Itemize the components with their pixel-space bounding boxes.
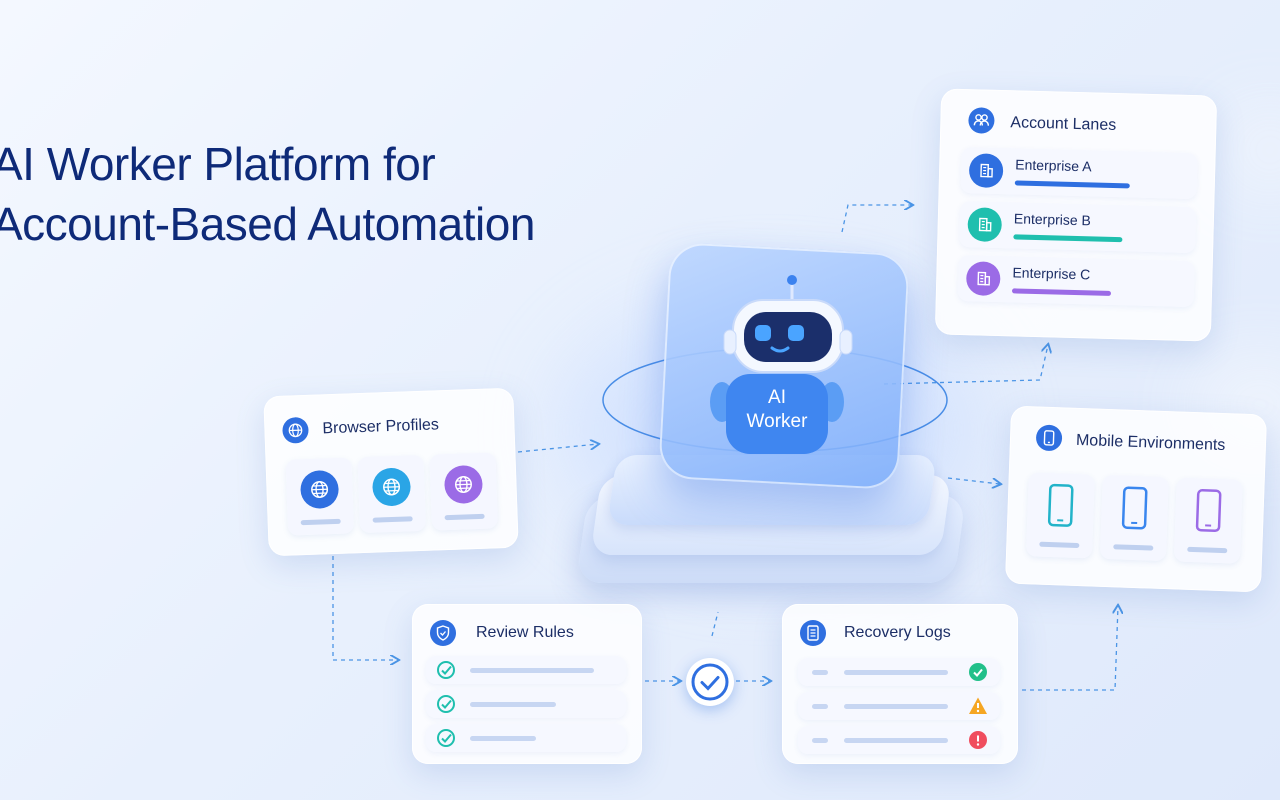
account-lane-progress bbox=[1011, 288, 1112, 296]
headline-line-2: Account-Based Automation bbox=[0, 198, 535, 250]
account-lane-progress bbox=[1014, 180, 1130, 189]
account-lane-name: Enterprise B bbox=[1013, 210, 1092, 229]
log-placeholder-bar bbox=[812, 704, 828, 709]
mobile-environment-tile[interactable] bbox=[1099, 474, 1169, 562]
account-lane-row[interactable]: Enterprise A bbox=[960, 146, 1198, 200]
rule-placeholder-bar bbox=[470, 736, 536, 741]
smartphone-icon bbox=[1121, 486, 1149, 531]
log-placeholder-bar bbox=[812, 738, 828, 743]
browser-profiles-card: Browser Profiles bbox=[263, 387, 519, 557]
error-icon bbox=[968, 730, 988, 750]
globe-icon bbox=[282, 416, 309, 444]
account-lane-row[interactable]: Enterprise B bbox=[959, 200, 1197, 254]
page-headline: AI Worker Platform for Account-Based Aut… bbox=[0, 134, 535, 254]
check-circle-icon bbox=[968, 662, 988, 682]
mobile-environments-title: Mobile Environments bbox=[1075, 431, 1226, 455]
ai-worker-label-line-1: AI bbox=[768, 387, 786, 408]
ai-worker-label: AI Worker bbox=[726, 386, 828, 434]
building-icon bbox=[965, 261, 1001, 297]
check-circle-icon bbox=[691, 663, 729, 701]
users-icon bbox=[968, 107, 995, 134]
review-rule-row[interactable] bbox=[426, 656, 626, 684]
account-lane-progress bbox=[1013, 234, 1123, 243]
log-placeholder-bar bbox=[812, 670, 828, 675]
headline-line-1: AI Worker Platform for bbox=[0, 138, 436, 190]
log-placeholder-bar bbox=[844, 670, 948, 675]
approval-check-node bbox=[686, 658, 734, 706]
rule-placeholder-bar bbox=[470, 702, 556, 707]
tile-placeholder-bar bbox=[372, 516, 413, 523]
browser-profiles-title: Browser Profiles bbox=[322, 416, 440, 438]
mobile-environment-tile[interactable] bbox=[1173, 477, 1243, 564]
rule-placeholder-bar bbox=[470, 668, 594, 673]
tile-placeholder-bar bbox=[1039, 541, 1080, 549]
account-lanes-card: Account Lanes Enterprise A Enterprise B … bbox=[934, 88, 1218, 342]
globe-icon bbox=[443, 464, 484, 505]
ai-worker-robot: AI Worker bbox=[700, 270, 860, 460]
mobile-environment-tile[interactable] bbox=[1025, 472, 1095, 559]
account-lane-row[interactable]: Enterprise C bbox=[957, 254, 1195, 308]
log-placeholder-bar bbox=[844, 704, 948, 709]
globe-icon bbox=[299, 469, 340, 510]
account-lane-name: Enterprise C bbox=[1012, 264, 1091, 283]
review-rules-card: Review Rules bbox=[412, 604, 642, 764]
recovery-log-row[interactable] bbox=[798, 726, 1000, 754]
browser-profile-tile[interactable] bbox=[357, 454, 427, 534]
shield-icon bbox=[430, 620, 456, 646]
recovery-logs-card: Recovery Logs bbox=[782, 604, 1018, 764]
robot-icon bbox=[710, 275, 853, 454]
tile-placeholder-bar bbox=[444, 513, 485, 521]
ai-worker-label-line-2: Worker bbox=[746, 411, 808, 432]
browser-profile-tile[interactable] bbox=[429, 452, 499, 531]
check-icon bbox=[436, 694, 456, 714]
review-rule-row[interactable] bbox=[426, 724, 626, 752]
review-rules-title: Review Rules bbox=[476, 624, 574, 641]
account-lanes-title: Account Lanes bbox=[1010, 114, 1117, 135]
check-icon bbox=[436, 728, 456, 748]
mobile-environments-card: Mobile Environments bbox=[1004, 405, 1268, 593]
log-placeholder-bar bbox=[844, 738, 948, 743]
tile-placeholder-bar bbox=[1187, 546, 1228, 554]
recovery-log-row[interactable] bbox=[798, 658, 1000, 686]
building-icon bbox=[967, 207, 1003, 243]
document-icon bbox=[800, 620, 826, 646]
tile-placeholder-bar bbox=[1113, 544, 1154, 551]
recovery-logs-title: Recovery Logs bbox=[844, 624, 951, 641]
smartphone-icon bbox=[1195, 488, 1223, 533]
building-icon bbox=[968, 153, 1004, 189]
smartphone-icon bbox=[1047, 483, 1075, 528]
warning-icon bbox=[968, 696, 988, 716]
account-lane-name: Enterprise A bbox=[1015, 156, 1092, 175]
browser-profile-tile[interactable] bbox=[285, 457, 355, 536]
check-icon bbox=[436, 660, 456, 680]
recovery-log-row[interactable] bbox=[798, 692, 1000, 720]
globe-icon bbox=[371, 467, 412, 507]
smartphone-icon bbox=[1035, 424, 1063, 452]
tile-placeholder-bar bbox=[300, 518, 341, 526]
review-rule-row[interactable] bbox=[426, 690, 626, 718]
